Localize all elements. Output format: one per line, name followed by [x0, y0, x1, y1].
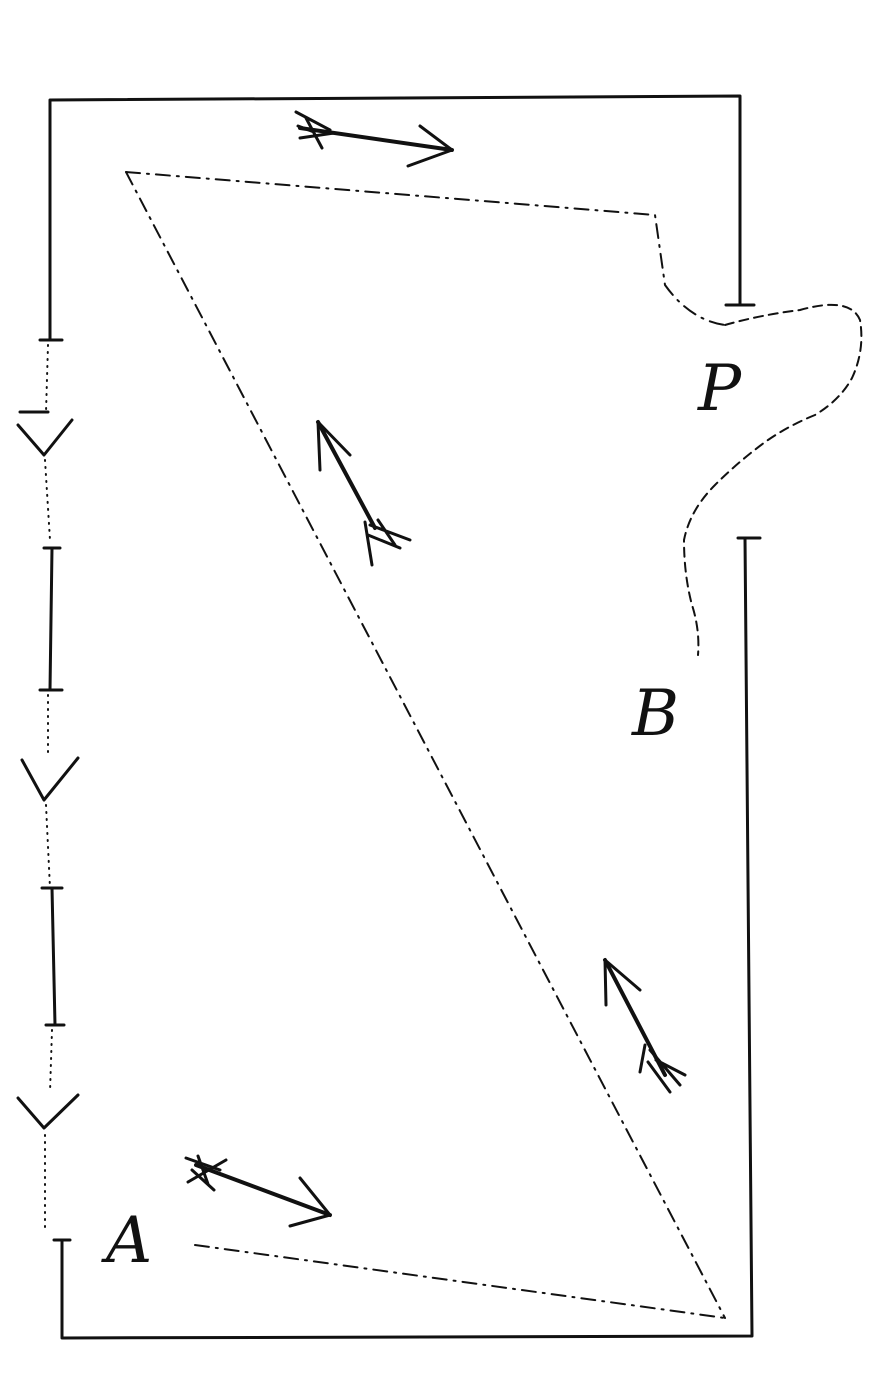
arrow-up-left-lower: [603, 958, 687, 1094]
arrow-up-left-middle: [316, 420, 412, 567]
dashed-boundary-p-b: [683, 303, 863, 656]
v-marker-1: [16, 418, 74, 457]
point-label-p: P: [697, 352, 742, 426]
left-segmented-route: [16, 338, 80, 1229]
outer-route-top: [48, 94, 756, 342]
v-marker-3: [16, 1093, 80, 1130]
point-label-b: B: [631, 677, 679, 751]
arrow-right-bottom: [184, 1154, 332, 1228]
v-marker-2: [20, 756, 80, 802]
point-label-a: A: [101, 1204, 152, 1278]
outer-route-right-bottom: [52, 536, 762, 1340]
arrow-top-right: [294, 110, 454, 168]
inner-route-dash-dot: [125, 171, 726, 1319]
